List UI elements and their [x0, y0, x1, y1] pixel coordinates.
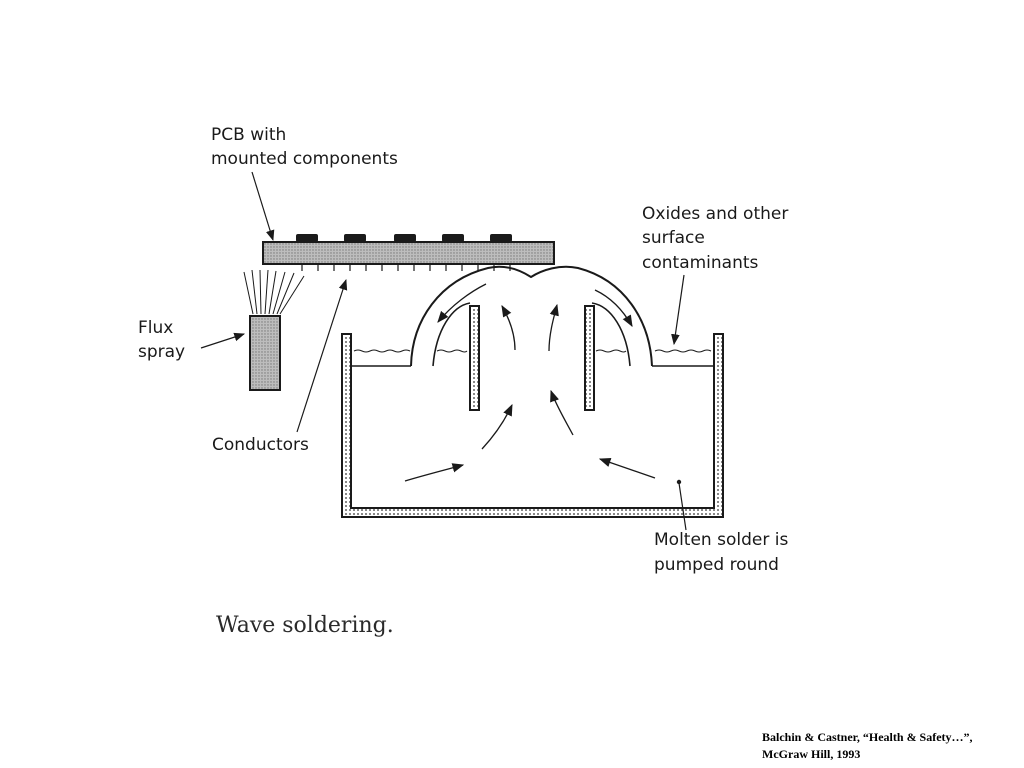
component	[490, 234, 512, 242]
flow-arrows	[404, 283, 656, 482]
oxides-label-line2: surface	[642, 228, 705, 248]
component	[394, 234, 416, 242]
inner-wave-surface-right	[591, 302, 631, 367]
pcb-label-line1: PCB with	[211, 125, 286, 145]
oxides-label: Oxides and other surface contaminants	[642, 204, 794, 273]
citation-line2: McGraw Hill, 1993	[762, 747, 861, 761]
nozzle-baffles	[469, 305, 595, 411]
flow-arrow	[598, 458, 656, 479]
component	[344, 234, 366, 242]
baffle-right	[584, 305, 595, 411]
molten-solder-label: Molten solder is pumped round	[654, 530, 794, 575]
solder-tank	[341, 302, 724, 518]
molten-label-line2: pumped round	[654, 555, 779, 575]
pcb-components	[296, 234, 512, 242]
flux-leader	[200, 332, 246, 349]
pcb-board	[262, 234, 555, 271]
figure-caption: Wave soldering.	[216, 613, 394, 638]
conductors-leader	[296, 278, 348, 433]
oxides-label-line3: contaminants	[642, 253, 759, 273]
flow-arrow	[550, 389, 574, 436]
flux-label-line2: spray	[138, 342, 185, 362]
leader-lines	[200, 171, 687, 531]
flow-arrow	[594, 289, 633, 328]
conductors-label: Conductors	[212, 435, 309, 455]
flux-spray-jets	[243, 269, 305, 315]
oxides-leader	[671, 274, 685, 346]
component	[442, 234, 464, 242]
flow-arrow	[501, 304, 516, 351]
flow-arrow	[404, 463, 465, 482]
flux-label-line1: Flux	[138, 318, 173, 338]
pcb-label-line2: mounted components	[211, 149, 398, 169]
citation: Balchin & Castner, “Health & Safety…”, M…	[762, 729, 1024, 763]
molten-leader-dot	[676, 479, 682, 485]
baffle-left	[469, 305, 480, 411]
component	[296, 234, 318, 242]
flux-spray-label: Flux spray	[138, 318, 185, 362]
flow-arrow	[437, 283, 487, 323]
inner-wave-surface	[432, 302, 471, 367]
solder-wave	[410, 265, 653, 367]
pcb-label: PCB with mounted components	[211, 125, 398, 169]
molten-label-line1: Molten solder is	[654, 530, 788, 550]
pcb-leader	[251, 171, 275, 242]
molten-leader	[678, 482, 687, 531]
flow-arrow	[548, 303, 559, 352]
flow-arrow	[481, 403, 513, 450]
citation-line1: Balchin & Castner, “Health & Safety…”,	[762, 730, 973, 744]
flux-sprayer	[243, 269, 305, 391]
oxides-label-line1: Oxides and other	[642, 204, 788, 224]
